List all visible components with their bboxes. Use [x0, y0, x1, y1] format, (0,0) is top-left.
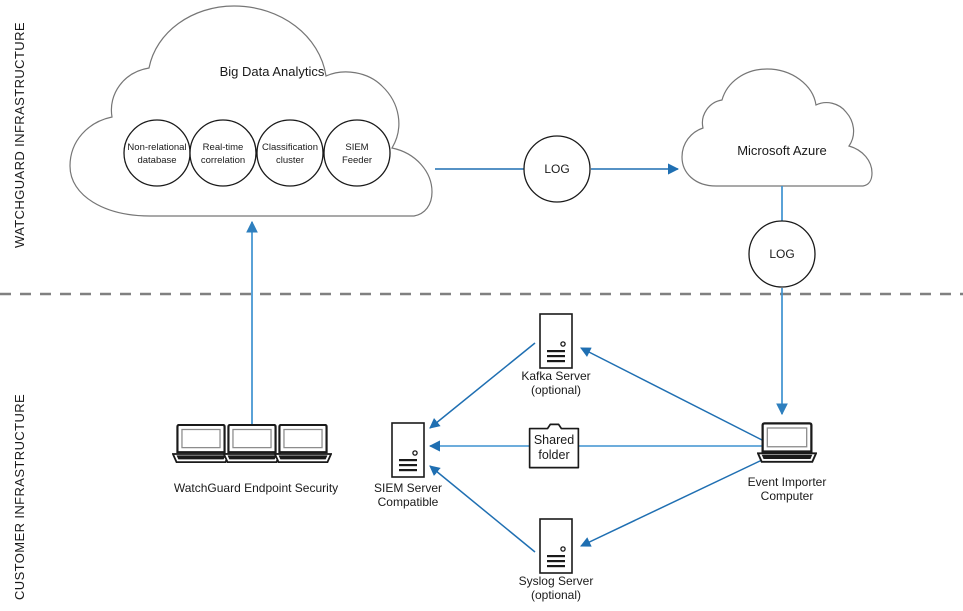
circle-classification-cluster: Classification cluster: [256, 119, 324, 187]
log-from-azure-label: LOG: [769, 247, 794, 261]
laptop-icon-event-importer: [757, 422, 817, 463]
circle-siem-feeder: SIEM Feeder: [323, 119, 391, 187]
log-from-azure-circle: [748, 220, 816, 288]
server-icon-siem: [391, 422, 425, 478]
lane-label-customer: CUSTOMER INFRASTRUCTURE: [12, 394, 27, 600]
siem-feeder-line1: SIEM: [345, 142, 368, 153]
node-event-importer-computer: Event Importer Computer: [748, 422, 827, 503]
node-log-to-azure: LOG: [523, 135, 591, 203]
microsoft-azure-cloud-shape: [681, 68, 873, 187]
laptops-icon-right: [274, 424, 332, 464]
node-kafka-server: Kafka Server (optional): [521, 313, 591, 397]
event-importer-computer-line1: Event Importer: [748, 475, 827, 489]
log-to-azure-circle: [523, 135, 591, 203]
big-data-analytics-label: Big Data Analytics: [220, 64, 325, 79]
node-watchguard-endpoint-security: WatchGuard Endpoint Security: [172, 424, 338, 495]
non-relational-database-line1: Non-relational: [127, 142, 186, 153]
node-syslog-server: Syslog Server (optional): [519, 518, 594, 602]
node-siem-server-compatible: SIEM Server Compatible: [374, 422, 442, 509]
siem-server-compatible-line2: Compatible: [378, 495, 439, 509]
log-to-azure-label: LOG: [544, 162, 569, 176]
circle-real-time-correlation: Real-time correlation: [189, 119, 257, 187]
node-shared-folder: Shared folder: [528, 423, 580, 469]
watchguard-endpoint-security-label: WatchGuard Endpoint Security: [174, 481, 338, 495]
classification-cluster-circle: [256, 119, 324, 187]
lane-label-customer-text: CUSTOMER INFRASTRUCTURE: [12, 394, 27, 600]
kafka-server-line1: Kafka Server: [521, 369, 590, 383]
real-time-correlation-line2: correlation: [201, 155, 245, 166]
siem-feeder-line2: Feeder: [342, 155, 372, 166]
event-importer-computer-line2: Computer: [761, 489, 814, 503]
lane-label-watchguard-text: WATCHGUARD INFRASTRUCTURE: [12, 22, 27, 248]
non-relational-database-circle: [123, 119, 191, 187]
classification-cluster-line1: Classification: [262, 142, 318, 153]
syslog-server-line1: Syslog Server: [519, 574, 594, 588]
connector-kafka-to-siem: [429, 342, 536, 429]
real-time-correlation-line1: Real-time: [203, 142, 244, 153]
node-log-from-azure: LOG: [748, 220, 816, 288]
kafka-server-line2: (optional): [531, 383, 581, 397]
laptops-icon-center: [223, 424, 281, 464]
non-relational-database-line2: database: [137, 155, 176, 166]
syslog-server-line2: (optional): [531, 588, 581, 602]
classification-cluster-line2: cluster: [276, 155, 304, 166]
circle-non-relational-database: Non-relational database: [123, 119, 191, 187]
shared-folder-line2: folder: [538, 448, 569, 462]
connector-syslog-to-siem: [429, 465, 536, 553]
connector-event-importer-to-syslog: [580, 459, 763, 547]
server-icon-kafka: [539, 313, 573, 369]
cloud-big-data-analytics: Big Data Analytics Non-relational databa…: [69, 5, 433, 217]
shared-folder-line1: Shared: [534, 433, 574, 447]
big-data-analytics-cloud-shape: [69, 5, 433, 217]
laptops-icon-left: [172, 424, 230, 464]
cloud-microsoft-azure: Microsoft Azure: [681, 68, 873, 187]
siem-feeder-circle: [323, 119, 391, 187]
real-time-correlation-circle: [189, 119, 257, 187]
lane-label-watchguard: WATCHGUARD INFRASTRUCTURE: [12, 22, 27, 248]
server-icon-syslog: [539, 518, 573, 574]
connector-event-importer-to-kafka: [580, 347, 763, 441]
siem-server-compatible-line1: SIEM Server: [374, 481, 442, 495]
microsoft-azure-label: Microsoft Azure: [737, 143, 827, 158]
